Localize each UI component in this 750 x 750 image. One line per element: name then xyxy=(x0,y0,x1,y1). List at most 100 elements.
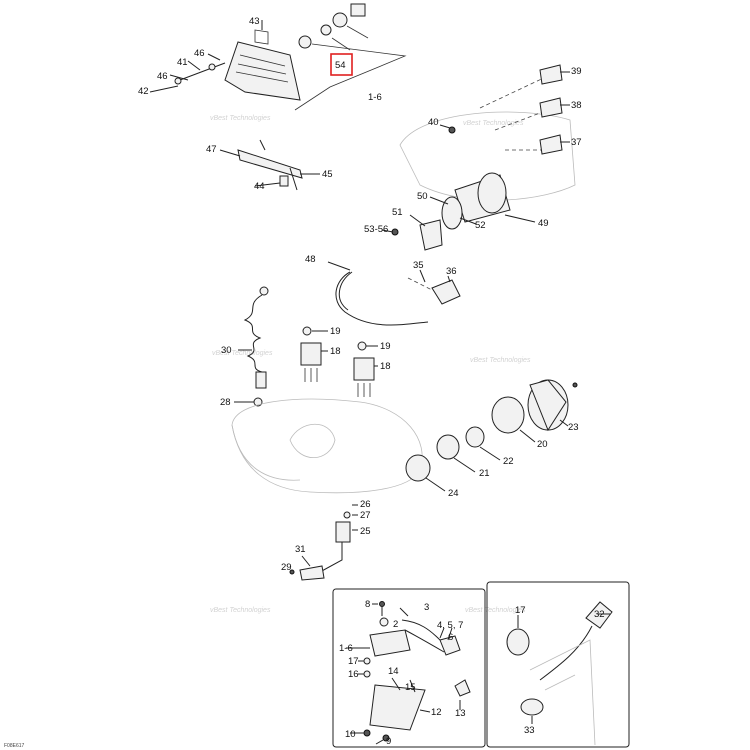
seal-ring xyxy=(441,196,463,230)
callout-28: 28 xyxy=(220,397,231,408)
dashed-guides xyxy=(479,74,551,151)
leader xyxy=(459,217,477,225)
callout-20: 20 xyxy=(537,439,548,450)
screw-8 xyxy=(379,601,385,607)
inset-frame-left xyxy=(332,588,486,748)
cable-end xyxy=(255,371,267,389)
coil-spring xyxy=(243,294,263,373)
callout-12: 13 xyxy=(455,708,466,719)
callout-37: 38 xyxy=(571,100,582,111)
tank-opening xyxy=(289,423,336,458)
leaders xyxy=(560,71,570,143)
plug-32 xyxy=(585,601,613,629)
leader xyxy=(219,149,241,157)
callout-49: 50 xyxy=(417,191,428,202)
callout-29: 29 xyxy=(281,562,292,573)
leader xyxy=(439,124,451,129)
module-fins xyxy=(235,54,289,83)
leader xyxy=(187,60,201,71)
cap-21 xyxy=(436,434,460,460)
callout-38: 39 xyxy=(571,66,582,77)
callout-35: 36 xyxy=(446,266,457,277)
tank-outline xyxy=(231,398,423,494)
module-screw xyxy=(254,29,269,45)
callout-30: 30 xyxy=(221,345,232,356)
callout-19: 19 xyxy=(330,326,341,337)
watermark-text: vBest Technologies xyxy=(210,607,271,614)
callout-22: 22 xyxy=(503,456,514,467)
nut-15 xyxy=(363,670,371,678)
callout-53-56: 1-6 xyxy=(368,92,382,103)
lead-wire xyxy=(539,625,593,681)
mounting-bracket xyxy=(237,149,303,179)
leader xyxy=(169,74,189,81)
leader xyxy=(429,196,449,205)
highlight-box xyxy=(330,53,353,76)
coiled-cable-assembly xyxy=(234,286,269,407)
leaders xyxy=(517,613,610,724)
tank-inner-edge xyxy=(231,424,301,481)
sleeve xyxy=(350,3,366,17)
callout-52: 53-56 xyxy=(364,224,388,235)
leader xyxy=(504,214,536,223)
callout-46: 47 xyxy=(206,144,217,155)
callout-labels: 43 46 41 46 42 54 1-6 39 38 37 40 47 45 … xyxy=(138,16,605,747)
wiring-4 xyxy=(404,629,445,653)
leader xyxy=(409,214,426,227)
control-module-housing xyxy=(224,41,301,101)
switch-pins-right xyxy=(357,383,371,397)
leaders xyxy=(352,504,358,531)
callout-8: 8 xyxy=(365,599,370,610)
washer-16 xyxy=(363,657,371,665)
studs-13-14 xyxy=(391,677,416,693)
callout-14: 15 xyxy=(405,682,416,693)
leaders xyxy=(419,700,461,713)
fitting-35 xyxy=(431,279,461,305)
callout-40: 41 xyxy=(177,57,188,68)
cable-eyelet xyxy=(259,286,269,296)
switch-18-left xyxy=(300,342,322,366)
control-unit-assembly xyxy=(149,3,407,191)
callout-36: 37 xyxy=(571,137,582,148)
inset-frame-right xyxy=(486,581,630,748)
callout-9: 9 xyxy=(386,736,391,747)
cap-19-left xyxy=(302,326,312,336)
callout-48: 49 xyxy=(538,218,549,229)
sensor-arm xyxy=(319,542,343,573)
controller-box xyxy=(369,629,411,657)
watermark-layer: vBest Technologies vBest Technologies vB… xyxy=(210,115,531,614)
callout-11: 12 xyxy=(431,707,442,718)
callout-45: 46 xyxy=(194,48,205,59)
callout-47: 48 xyxy=(305,254,316,265)
screw-29 xyxy=(289,569,295,575)
bolt-shaft xyxy=(179,62,226,81)
clip-36 xyxy=(539,134,563,155)
bracket-50 xyxy=(419,219,443,251)
callout-4-5-7: 4, 5, 7 xyxy=(437,620,463,631)
cable-47 xyxy=(335,271,429,326)
callout-43: 44 xyxy=(254,181,265,192)
electric-motor-assembly xyxy=(405,379,578,492)
callout-32: 32 xyxy=(594,609,605,620)
leader xyxy=(559,419,569,427)
callout-6: 6 xyxy=(448,632,453,643)
nozzle-flange xyxy=(477,172,507,214)
callout-45b: 46 xyxy=(157,71,168,82)
dashed-guide xyxy=(407,277,433,291)
callout-18b: 18 xyxy=(380,361,391,372)
leader xyxy=(519,429,536,443)
callout-41: 42 xyxy=(138,86,149,97)
washer xyxy=(320,24,332,36)
clip-37 xyxy=(539,97,563,118)
callout-26: 26 xyxy=(360,499,371,510)
leaders xyxy=(366,345,378,367)
bolt xyxy=(279,175,289,187)
screw xyxy=(572,382,578,388)
leaders xyxy=(350,660,384,745)
leader xyxy=(207,53,221,61)
callout-50: 51 xyxy=(392,207,403,218)
callout-51: 52 xyxy=(475,220,486,231)
leader xyxy=(381,229,394,233)
leader xyxy=(479,446,501,461)
callout-17: 17 xyxy=(515,605,526,616)
